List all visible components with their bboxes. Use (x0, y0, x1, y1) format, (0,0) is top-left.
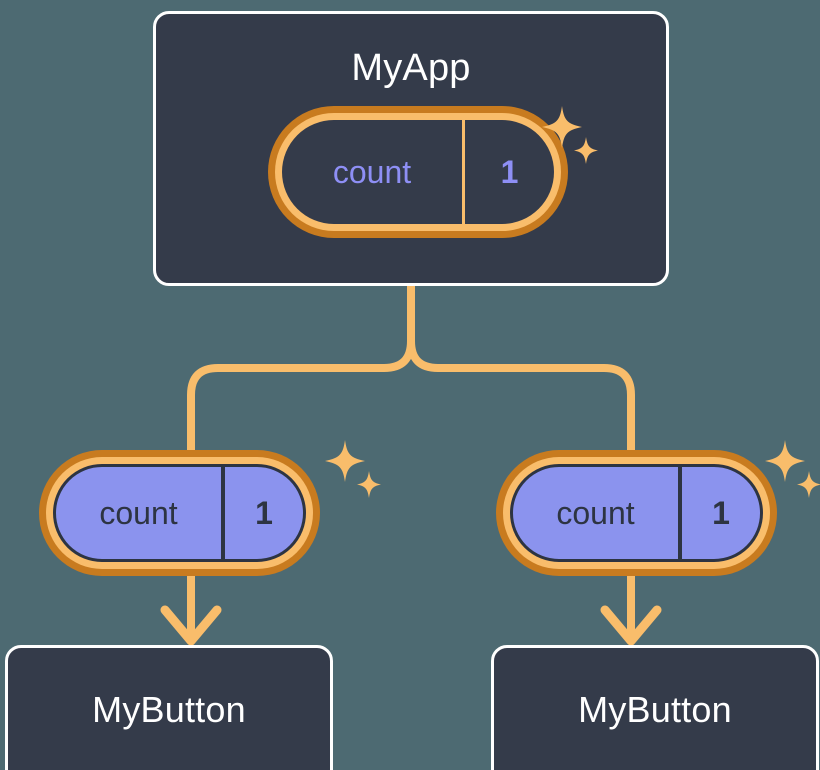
arrow-down-icon-left (160, 605, 222, 646)
pill-ring-inner: count 1 (275, 113, 561, 231)
pill-body: count 1 (510, 464, 763, 562)
pill-ring-inner: count 1 (46, 457, 313, 569)
state-key: count (99, 494, 178, 531)
wire-branch-left (187, 337, 415, 456)
state-key: count (332, 153, 412, 190)
sparkle-icon-root (542, 106, 598, 164)
state-value: 1 (678, 467, 760, 559)
pill-body: count 1 (53, 464, 306, 562)
pill-body: count 1 (282, 120, 554, 224)
arrow-down-icon-right (600, 605, 662, 646)
sparkle-icon-child-right (765, 440, 820, 498)
state-pill-myapp[interactable]: count 1 (268, 106, 568, 238)
component-box-mybutton-right[interactable]: MyButton (491, 645, 819, 770)
state-key: count (556, 494, 635, 531)
pill-ring-outer: count 1 (268, 106, 568, 238)
wire-branch-right (407, 337, 635, 456)
pill-ring-outer: count 1 (39, 450, 320, 576)
pill-ring-outer: count 1 (496, 450, 777, 576)
component-label-mybutton-left: MyButton (92, 689, 246, 730)
pill-ring-inner: count 1 (503, 457, 770, 569)
sparkle-icon-child-left (325, 440, 381, 498)
component-label-myapp: MyApp (351, 47, 471, 89)
state-pill-mybutton-left[interactable]: count 1 (39, 450, 320, 576)
component-box-mybutton-left[interactable]: MyButton (5, 645, 333, 770)
component-label-mybutton-right: MyButton (578, 689, 732, 730)
state-value: 1 (221, 467, 303, 559)
state-pill-mybutton-right[interactable]: count 1 (496, 450, 777, 576)
state-value: 1 (462, 120, 554, 224)
